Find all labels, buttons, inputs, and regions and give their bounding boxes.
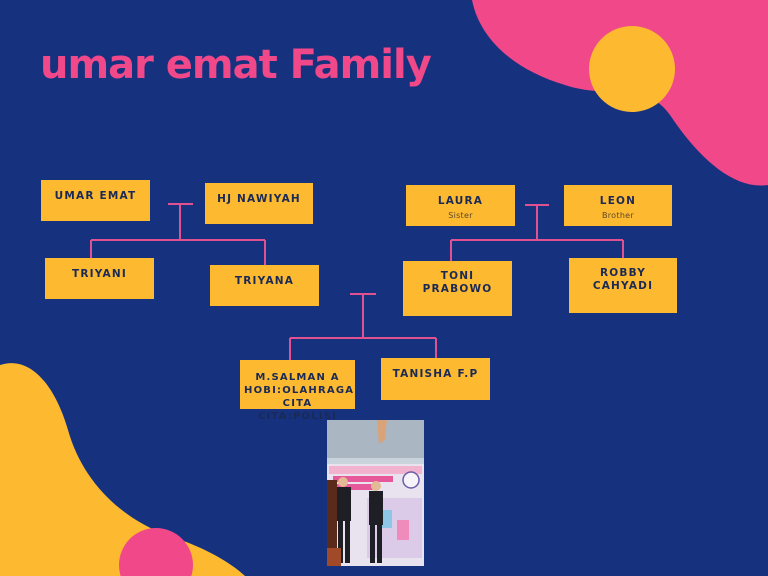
member-umar-emat: UMAR EMAT [41,180,150,221]
member-triyani: TRIYANI [45,258,154,299]
member-laura: LAURA Sister [406,185,515,226]
page-title: umar emat Family [40,42,432,88]
member-name-line: M.SALMAN A [255,372,340,383]
member-name-line: TONI [440,270,475,282]
member-name: TRIYANA [234,275,295,287]
member-m-salman: M.SALMAN A HOBI:OLAHRAGA CITA CITA:POLIS… [240,360,355,422]
member-triyana: TRIYANA [210,265,319,306]
photo-illustration [327,420,424,566]
connector-umar-nawiyah [90,203,266,265]
member-tanisha: TANISHA F.P [381,358,490,400]
yellow-circle-top-right [589,26,675,112]
member-name: TRIYANI [72,268,127,280]
member-name: UMAR EMAT [54,190,137,202]
member-name: LEON [599,195,637,207]
connector-laura-leon [450,204,624,261]
member-relation: Brother [601,211,634,220]
member-toni-prabowo: TONI PRABOWO [403,261,512,316]
pink-circle-bottom-left [119,528,193,576]
member-robby-cahyadi: ROBBY CAHYADI [569,258,677,313]
family-photo [327,420,424,566]
member-goal-line: CITA CITA:POLISI [257,398,338,422]
member-hobby-line: HOBI:OLAHRAGA [244,385,355,396]
member-name: TANISHA F.P [392,368,479,380]
member-relation: Sister [448,211,473,220]
member-name: LAURA [437,195,484,207]
connector-triyana-toni [289,293,437,360]
member-name-line: ROBBY [599,267,647,279]
member-hj-nawiyah: HJ NAWIYAH [205,183,313,224]
pink-blob-top-right [472,0,768,186]
member-name-line: CAHYADI [592,280,654,292]
member-name-line: PRABOWO [422,283,493,295]
yellow-blob-bottom-left [0,363,245,576]
member-leon: LEON Brother [564,185,672,226]
member-name: HJ NAWIYAH [217,193,301,205]
